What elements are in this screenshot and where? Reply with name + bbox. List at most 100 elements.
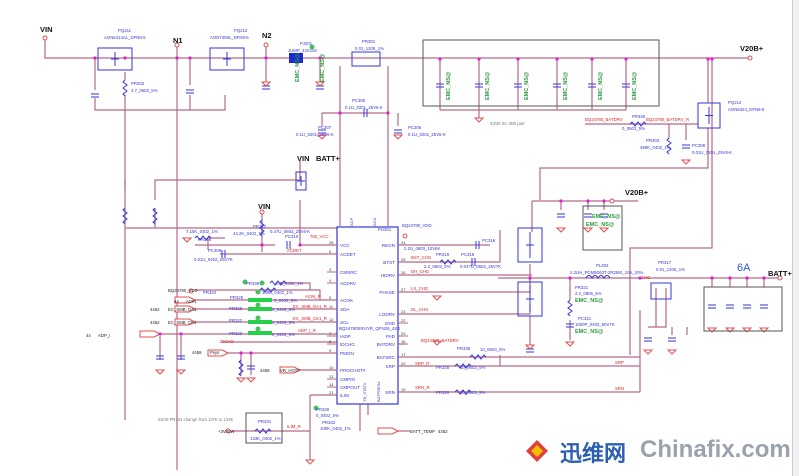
capacitor[interactable] [514, 83, 522, 88]
resistor[interactable] [152, 207, 158, 225]
net-label[interactable]: SRN [615, 386, 624, 391]
zero-ohm-link[interactable] [248, 320, 272, 324]
resistor[interactable] [469, 354, 487, 360]
capacitor[interactable] [436, 83, 444, 88]
offpage-connector-icon[interactable] [139, 330, 162, 338]
resistor[interactable] [439, 259, 457, 265]
resistor[interactable] [666, 137, 672, 155]
capacitor[interactable] [91, 93, 99, 98]
resistor[interactable] [567, 299, 573, 317]
power-port-icon[interactable] [188, 288, 194, 294]
capacitor[interactable] [177, 355, 185, 360]
zero-ohm-link[interactable] [248, 298, 272, 302]
net-label[interactable]: ILIM_R [287, 424, 301, 429]
net-label[interactable]: BQ24780_BATDRV_R [646, 117, 689, 122]
power-port-icon[interactable] [263, 42, 269, 48]
resistor[interactable] [269, 280, 287, 286]
sense-resistor-pr317[interactable] [650, 282, 672, 300]
capacitor[interactable] [221, 250, 226, 258]
mosfet-pq-low-side[interactable] [517, 281, 543, 317]
capacitor[interactable] [668, 337, 676, 342]
net-label[interactable]: ACDET [287, 248, 302, 253]
net-label[interactable]: ADP_I_R [298, 328, 316, 333]
capacitor[interactable] [156, 355, 164, 360]
resistor[interactable] [454, 363, 472, 369]
power-port-icon[interactable] [609, 198, 615, 204]
zero-ohm-link[interactable] [248, 307, 272, 311]
capacitor[interactable] [708, 304, 716, 309]
mosfet-pq214[interactable] [697, 102, 721, 129]
capacitor[interactable] [600, 213, 608, 218]
power-port-icon[interactable] [259, 209, 265, 215]
net-label[interactable]: BST_CHG [411, 255, 432, 260]
power-port-icon[interactable] [777, 275, 783, 281]
power-port-icon[interactable] [174, 42, 180, 48]
capacitor[interactable] [566, 323, 574, 328]
zero-ohm-link[interactable] [248, 331, 272, 335]
offpage-connector-icon[interactable] [174, 305, 197, 313]
jumper-pj201[interactable] [289, 53, 303, 63]
power-port-icon[interactable] [225, 428, 231, 434]
capacitor[interactable] [743, 304, 751, 309]
net-label[interactable]: BQ24780_BATDRV [585, 117, 623, 122]
resistor[interactable] [238, 359, 244, 377]
net-label[interactable]: SRN_R [415, 385, 430, 390]
resistor[interactable] [454, 389, 472, 395]
sense-resistor-pr301[interactable] [351, 51, 381, 67]
resistor[interactable] [629, 121, 647, 127]
capacitor[interactable] [475, 241, 480, 249]
capacitor[interactable] [318, 129, 326, 134]
capacitor[interactable] [247, 365, 255, 370]
net-label[interactable]: EC_SMB_CK1_R [293, 316, 327, 321]
ic-pin-number: 23 [401, 309, 406, 314]
offpage-connector-icon[interactable] [377, 427, 400, 435]
mosfet-pq211[interactable] [97, 47, 133, 71]
mosfet-pq-high-side[interactable] [517, 227, 543, 263]
capacitor[interactable] [363, 109, 368, 117]
net-label[interactable]: SRP [615, 360, 624, 365]
power-port-icon[interactable] [402, 233, 408, 239]
offpage-connector-icon[interactable] [174, 296, 197, 304]
capacitor[interactable] [475, 83, 483, 88]
net-label[interactable]: BQ24780_BATDRV [421, 338, 459, 343]
power-port-icon[interactable] [42, 35, 48, 41]
capacitor[interactable] [394, 129, 402, 134]
capacitor[interactable] [186, 89, 194, 94]
offpage-connector-icon[interactable] [207, 349, 230, 357]
offpage-connector-icon[interactable] [279, 366, 302, 374]
vertical-scrollbar[interactable] [792, 0, 799, 476]
capacitor[interactable] [557, 213, 565, 218]
capacitor[interactable] [644, 337, 652, 342]
capacitor[interactable] [588, 83, 596, 88]
net-label[interactable]: ACIN_R [305, 294, 321, 299]
mosfet-battery-diode[interactable] [295, 171, 307, 191]
mosfet-pq212[interactable] [209, 47, 245, 71]
net-label[interactable]: EC_SMB_DA1_R [293, 304, 327, 309]
net-label[interactable]: SRP_R [415, 361, 429, 366]
net-label[interactable]: DH_CHG [411, 269, 430, 274]
resistor[interactable] [122, 207, 128, 225]
capacitor[interactable] [682, 144, 690, 149]
capacitor[interactable] [553, 83, 561, 88]
net-label[interactable]: IDCHG [220, 339, 235, 344]
resistor[interactable] [122, 79, 128, 97]
capacitor[interactable] [760, 304, 768, 309]
capacitor[interactable] [726, 304, 734, 309]
capacitor[interactable] [286, 241, 291, 249]
offpage-connector-icon[interactable] [174, 318, 197, 326]
capacitor[interactable] [622, 83, 630, 88]
net-label[interactable]: LX_CHG [411, 286, 429, 291]
inductor-pl302[interactable] [585, 275, 611, 279]
resistor[interactable] [254, 428, 272, 434]
ic-body-pu301[interactable] [336, 226, 399, 405]
resistor[interactable] [194, 235, 212, 241]
power-port-icon[interactable] [747, 55, 753, 61]
ground-icon [235, 377, 247, 383]
resistor[interactable] [259, 287, 277, 293]
capacitor[interactable] [471, 258, 476, 266]
net-label[interactable]: 780_VCC [310, 234, 329, 239]
resistor[interactable] [259, 219, 265, 237]
capacitor[interactable] [584, 213, 592, 218]
net-label[interactable]: CHG [641, 275, 651, 280]
net-label[interactable]: DL_CHG [411, 307, 429, 312]
